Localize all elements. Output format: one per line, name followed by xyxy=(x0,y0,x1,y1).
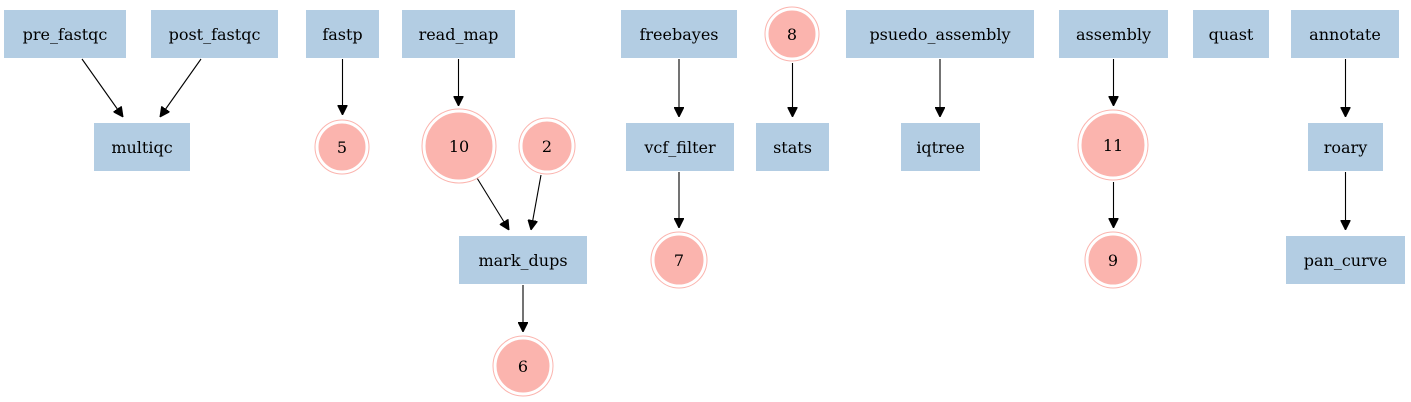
node-label: iqtree xyxy=(916,138,964,157)
node-label: 7 xyxy=(674,251,684,270)
node-vcf-filter: vcf_filter xyxy=(626,123,734,171)
node-label: 5 xyxy=(337,138,347,157)
node-label: vcf_filter xyxy=(643,138,716,157)
node-fastp: fastp xyxy=(306,10,379,58)
channel-10: 10 xyxy=(421,108,497,184)
node-label: mark_dups xyxy=(478,251,567,270)
channel-9: 9 xyxy=(1084,231,1142,289)
node-quast: quast xyxy=(1193,10,1269,58)
channel-11: 11 xyxy=(1077,109,1149,181)
node-stats: stats xyxy=(756,123,829,171)
node-label: multiqc xyxy=(111,138,172,157)
node-mark-dups: mark_dups xyxy=(459,236,587,284)
node-roary: roary xyxy=(1308,123,1383,171)
node-label: pre_fastqc xyxy=(23,25,108,44)
node-label: assembly xyxy=(1076,25,1151,44)
node-label: pan_curve xyxy=(1304,251,1388,270)
node-label: 6 xyxy=(518,357,528,376)
node-iqtree: iqtree xyxy=(901,123,980,171)
node-post-fastqc: post_fastqc xyxy=(151,10,278,58)
node-label: roary xyxy=(1324,138,1368,157)
channel-8: 8 xyxy=(764,6,820,62)
node-label: annotate xyxy=(1309,25,1381,44)
node-freebayes: freebayes xyxy=(621,10,737,58)
node-label: quast xyxy=(1209,25,1254,44)
node-label: 10 xyxy=(449,137,469,156)
node-read-map: read_map xyxy=(402,10,515,58)
node-assembly: assembly xyxy=(1059,10,1168,58)
edge-c10-to-mark-dups xyxy=(476,177,509,230)
node-label: post_fastqc xyxy=(169,25,261,44)
node-label: stats xyxy=(773,138,812,157)
node-label: 8 xyxy=(787,25,797,44)
node-annotate: annotate xyxy=(1291,10,1399,58)
edge-post-fastqc-to-multiqc xyxy=(160,58,202,117)
node-label: 11 xyxy=(1103,136,1123,155)
node-label: 2 xyxy=(542,137,552,156)
node-multiqc: multiqc xyxy=(94,123,190,171)
channel-7: 7 xyxy=(650,231,708,289)
node-pan-curve: pan_curve xyxy=(1286,236,1405,284)
node-label: fastp xyxy=(322,25,362,44)
channel-5: 5 xyxy=(314,119,370,175)
node-label: 9 xyxy=(1108,251,1118,270)
node-label: read_map xyxy=(419,25,499,44)
edge-c2-to-mark-dups xyxy=(531,174,542,230)
channel-6: 6 xyxy=(492,335,554,397)
node-psuedo-assembly: psuedo_assembly xyxy=(846,10,1034,58)
channel-2: 2 xyxy=(518,117,576,175)
edge-pre-fastqc-to-multiqc xyxy=(81,58,123,117)
node-label: freebayes xyxy=(639,25,718,44)
edges xyxy=(81,58,1346,332)
node-pre-fastqc: pre_fastqc xyxy=(4,10,126,58)
node-label: psuedo_assembly xyxy=(869,25,1010,44)
